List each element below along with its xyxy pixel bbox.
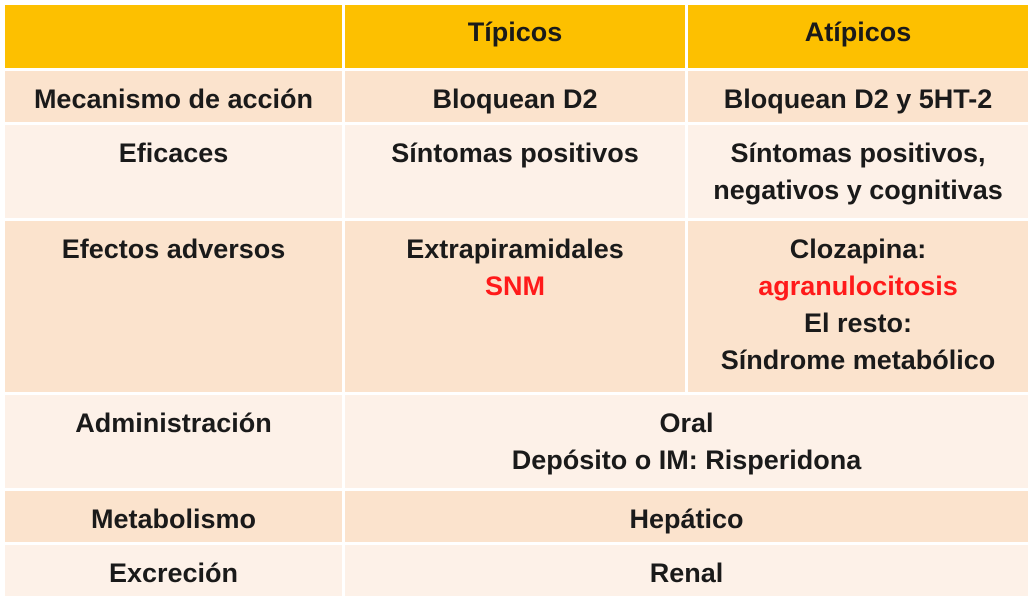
cell-line: El resto: <box>803 308 913 338</box>
row-label: Mecanismo de acción <box>2 68 345 125</box>
table-row-eficaces: Eficaces Síntomas positivos Síntomas pos… <box>2 122 1031 221</box>
cell-line: Extrapiramidales <box>406 234 624 264</box>
table-row-excrecion: Excreción Renal <box>2 542 1031 599</box>
cell-atipicos: Síntomas positivos, negativos y cognitiv… <box>685 122 1031 221</box>
cell-shared: Hepático <box>342 488 1031 545</box>
cell-line: negativos y cognitivas <box>713 175 1003 205</box>
cell-tipicos: Extrapiramidales SNM <box>342 218 688 395</box>
row-label: Efectos adversos <box>2 218 345 395</box>
cell-tipicos: Bloquean D2 <box>342 68 688 125</box>
header-cell-atipicos: Atípicos <box>685 2 1031 71</box>
table-row-administracion: Administración Oral Depósito o IM: Rispe… <box>2 392 1031 491</box>
header-cell-empty <box>2 2 345 71</box>
row-label: Metabolismo <box>2 488 345 545</box>
cell-line: Depósito o IM: Risperidona <box>511 445 862 475</box>
cell-shared: Renal <box>342 542 1031 599</box>
row-label: Eficaces <box>2 122 345 221</box>
cell-line: Clozapina: <box>789 234 927 264</box>
cell-shared: Oral Depósito o IM: Risperidona <box>342 392 1031 491</box>
cell-line: Síndrome metabólico <box>720 345 996 375</box>
table-row-mecanismo: Mecanismo de acción Bloquean D2 Bloquean… <box>2 68 1031 125</box>
cell-atipicos: Bloquean D2 y 5HT-2 <box>685 68 1031 125</box>
header-row: Típicos Atípicos <box>2 2 1031 71</box>
row-label: Administración <box>2 392 345 491</box>
row-label: Excreción <box>2 542 345 599</box>
cell-atipicos: Clozapina: agranulocitosis El resto: Sín… <box>685 218 1031 395</box>
cell-tipicos: Síntomas positivos <box>342 122 688 221</box>
header-cell-tipicos: Típicos <box>342 2 688 71</box>
cell-line: Oral <box>659 408 714 438</box>
cell-line: Síntomas positivos, <box>730 138 986 168</box>
highlight-text-agranulocitosis: agranulocitosis <box>758 271 958 301</box>
table-row-metabolismo: Metabolismo Hepático <box>2 488 1031 545</box>
highlight-text-snm: SNM <box>485 271 545 301</box>
table-row-efectos-adversos: Efectos adversos Extrapiramidales SNM Cl… <box>2 218 1031 395</box>
